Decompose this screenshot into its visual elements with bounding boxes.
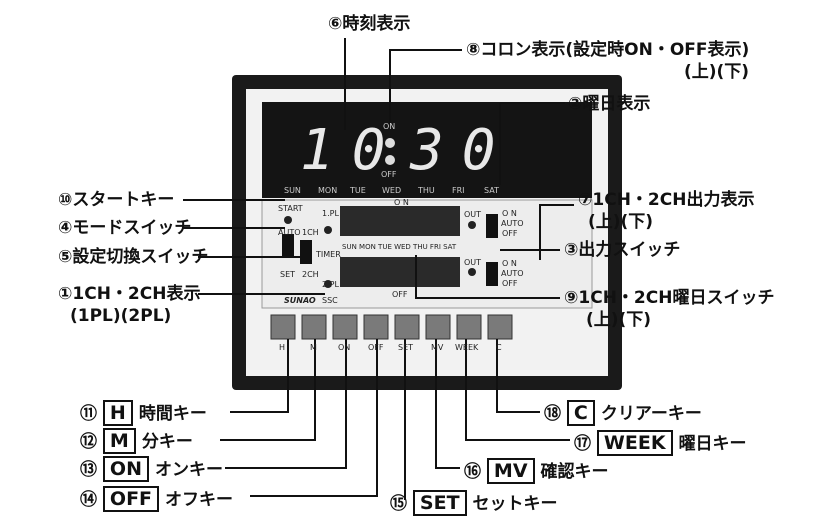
sw-lower-off: OFF xyxy=(502,279,518,288)
legend-key: H xyxy=(102,400,133,426)
sw-upper-auto: AUTO xyxy=(501,219,524,228)
ch2-label: 2CH xyxy=(302,270,319,279)
legend-key: MV xyxy=(486,458,535,484)
day-tue: TUE xyxy=(350,186,366,195)
label-time-display: ⑥時刻表示 xyxy=(328,14,411,34)
key-row xyxy=(270,314,513,340)
label-setting-switch: ⑤設定切換スイッチ xyxy=(58,247,209,267)
day-wed: WED xyxy=(382,186,402,195)
day-fri: FRI xyxy=(452,186,465,195)
auto-label: AUTO xyxy=(278,228,301,237)
label-channel-display-sub: (1PL)(2PL) xyxy=(70,306,172,326)
label-day-switch-sub: (上)(下) xyxy=(586,310,652,330)
ssc-label: SSC xyxy=(322,296,338,305)
ch1-label: 1CH xyxy=(302,228,319,237)
legend-text: 時間キー xyxy=(138,404,207,424)
day-sat: SAT xyxy=(484,186,499,195)
legend-num: ⑫ xyxy=(80,432,97,452)
legend-key: WEEK xyxy=(596,430,673,456)
label-colon-display: ⑧コロン表示(設定時ON・OFF表示) xyxy=(466,40,750,60)
label-channel-display: ①1CH・2CH表示 xyxy=(58,284,201,304)
label-output-switch: ③出力スイッチ xyxy=(564,240,681,260)
legend-key: C xyxy=(566,400,595,426)
day-switches-upper xyxy=(340,206,460,236)
pl2-label: 2.PL xyxy=(322,280,339,289)
legend-text: クリアーキー xyxy=(600,404,702,424)
legend-num: ⑬ xyxy=(80,460,97,480)
leader-lines xyxy=(183,38,574,500)
legend-num: ⑱ xyxy=(544,404,561,424)
day-sun: SUN xyxy=(284,186,301,195)
time-hours: 10 xyxy=(300,118,404,183)
key-c-label: C xyxy=(496,343,502,352)
key-on-label: ON xyxy=(338,343,351,352)
colon-on-label: ON xyxy=(383,122,396,131)
sw-lower-auto: AUTO xyxy=(501,269,524,278)
legend-num: ⑰ xyxy=(574,434,591,454)
sw-upper-off: OFF xyxy=(502,229,518,238)
label-start-key: ⑩スタートキー xyxy=(58,190,175,210)
legend-text: オンキー xyxy=(154,460,223,480)
label-output-display: ⑦1CH・2CH出力表示 xyxy=(578,190,755,210)
colon-off-label: OFF xyxy=(381,170,397,179)
label-output-display-sub: (上)(下) xyxy=(588,212,654,232)
legend-text: オフキー xyxy=(165,490,234,510)
brand-logo: SUNAO xyxy=(284,296,316,305)
legend-num: ⑯ xyxy=(464,462,481,482)
legend-key: OFF xyxy=(102,486,160,512)
start-label: START xyxy=(278,204,303,213)
legend-text: 確認キー xyxy=(540,462,609,482)
sw-upper-on: O N xyxy=(502,209,517,218)
set-label: SET xyxy=(280,270,296,279)
out-lower-label: OUT xyxy=(464,258,482,267)
days-row-label: SUN MON TUE WED THU FRI SAT xyxy=(342,243,457,251)
legend-key: SET xyxy=(412,490,467,516)
timer-label: TIMER xyxy=(316,250,341,259)
legend-text: セットキー xyxy=(472,494,558,514)
key-off-label: OFF xyxy=(368,343,384,352)
key-m-label: M xyxy=(310,343,317,352)
key-mv-label: MV xyxy=(431,343,444,352)
legend-key: ON xyxy=(102,456,149,482)
legend-text: 曜日キー xyxy=(678,434,747,454)
day-thu: THU xyxy=(418,186,435,195)
key-set-label: SET xyxy=(398,343,414,352)
time-minutes: 30 xyxy=(410,118,514,183)
label-day-display: ②曜日表示 xyxy=(568,94,651,114)
key-week-label: WEEK xyxy=(455,343,479,352)
key-h-label: H xyxy=(279,343,286,352)
legend-key: M xyxy=(102,428,136,454)
label-mode-switch: ④モードスイッチ xyxy=(58,218,192,238)
label-day-switch: ⑨1CH・2CH曜日スイッチ xyxy=(564,288,775,308)
on-label: O N xyxy=(394,198,409,207)
legend-num: ⑮ xyxy=(390,494,407,514)
out-upper-label: OUT xyxy=(464,210,482,219)
legend-num: ⑪ xyxy=(80,404,97,424)
pl1-label: 1.PL xyxy=(322,209,339,218)
legend-num: ⑭ xyxy=(80,490,97,510)
label-colon-display-sub: (上)(下) xyxy=(684,62,750,82)
day-mon: MON xyxy=(318,186,338,195)
day-switches-lower xyxy=(340,257,460,287)
off-label: OFF xyxy=(392,290,408,299)
legend-text: 分キー xyxy=(141,432,193,452)
sw-lower-on: O N xyxy=(502,259,517,268)
